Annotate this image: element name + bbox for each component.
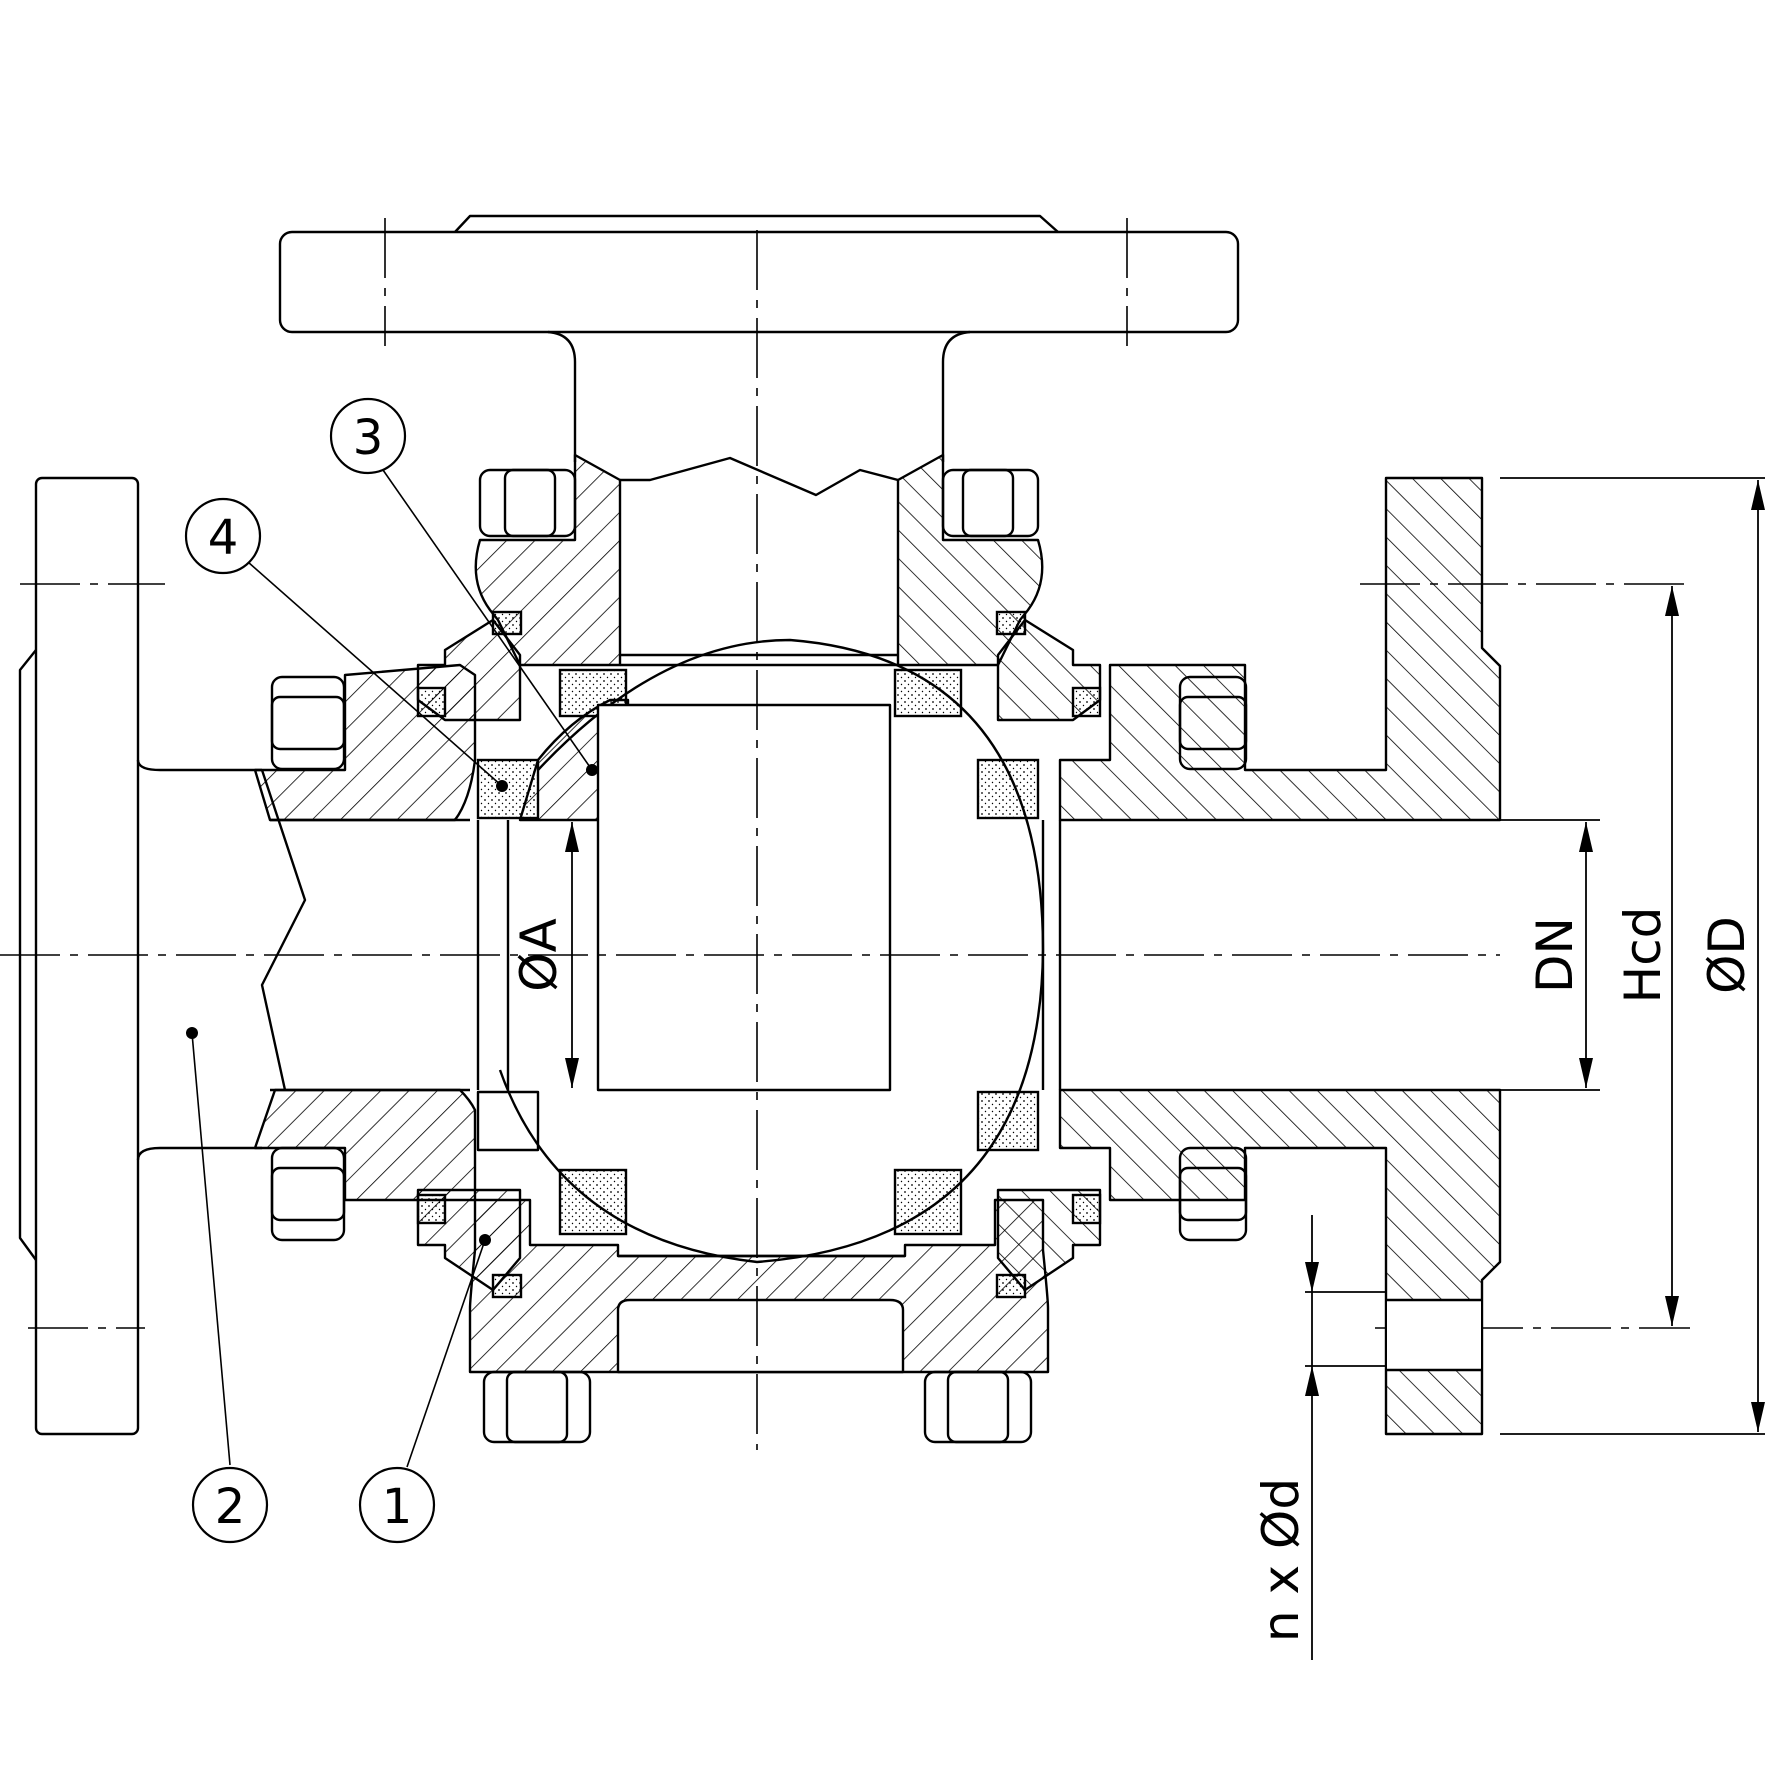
dim-bore-label: ØA: [510, 918, 568, 992]
gland-right-top: [995, 610, 1102, 722]
gland-left-top: [416, 610, 523, 722]
centerlines: [0, 230, 1500, 1450]
nut-bottom-right: [923, 1370, 1033, 1444]
dim-bolt-circle-label: Hcd: [1614, 907, 1672, 1004]
dim-flange-diameter-label: ØD: [1698, 916, 1756, 994]
bottom-body: [468, 1198, 1050, 1374]
dim-nominal-label: DN: [1526, 917, 1584, 993]
balloon-1: 1: [358, 1466, 436, 1544]
ball: [476, 638, 1062, 1264]
nut-top-right: [941, 468, 1040, 538]
right-flange: [1058, 476, 1690, 1436]
left-flange: [18, 476, 262, 1436]
left-body: [253, 663, 477, 1202]
nut-top-left: [478, 468, 577, 538]
bonnet: [474, 453, 1044, 667]
leaders: [186, 469, 598, 1468]
nut-right-lower: [1178, 1146, 1248, 1242]
balloon-4-label: 4: [208, 510, 239, 566]
dimension-lines: [565, 477, 1765, 1660]
nut-bottom-left: [482, 1370, 592, 1444]
balloon-3-label: 3: [353, 410, 384, 466]
balloon-1-label: 1: [382, 1479, 413, 1535]
nut-left-upper: [270, 675, 346, 771]
balloon-2: 2: [191, 1466, 269, 1544]
nut-right-upper: [1178, 675, 1248, 771]
top-handwheel: [278, 214, 1240, 462]
nut-left-lower: [270, 1146, 346, 1242]
balloon-3: 3: [329, 397, 407, 475]
gland-left-bottom: [416, 1188, 523, 1299]
balloon-2-label: 2: [215, 1479, 246, 1535]
dim-holes-label: n x Ød: [1252, 1478, 1310, 1642]
gland-right-bottom: [995, 1188, 1102, 1299]
balloon-4: 4: [184, 497, 262, 575]
